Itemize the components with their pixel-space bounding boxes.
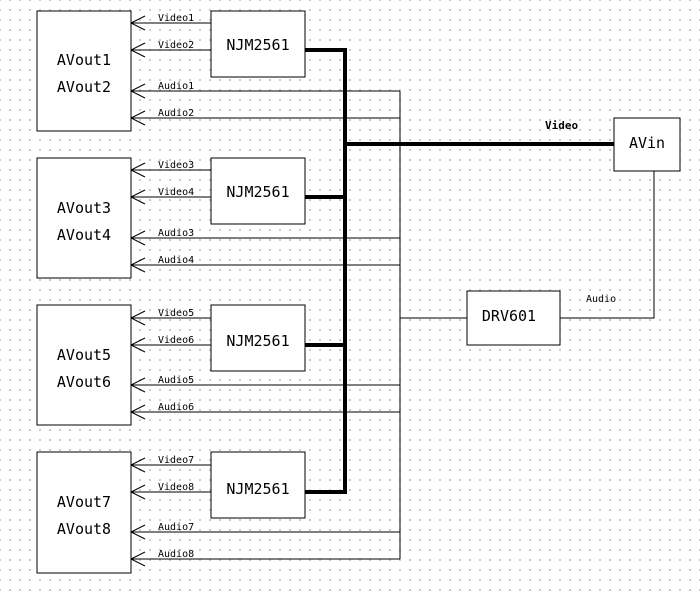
avout56-label-1: AVout5 (57, 346, 111, 364)
avin-block: AVin (613, 117, 681, 172)
video2-label: Video2 (158, 40, 194, 51)
avin-label: AVin (629, 134, 665, 152)
video5-label: Video5 (158, 308, 194, 319)
avout56-block: AVout5 AVout6 (36, 304, 132, 426)
drv601-to-avin-wire (560, 171, 655, 319)
njm1-box (210, 10, 306, 78)
njm1-label: NJM2561 (226, 36, 289, 54)
audio1-label: Audio1 (158, 81, 194, 92)
signal-labels: Video1 Video2 Audio1 Audio2 Video3 Video… (158, 13, 616, 560)
video3-label: Video3 (158, 160, 194, 171)
video4-label: Video4 (158, 187, 194, 198)
avout12-box (36, 10, 132, 132)
video-wires (131, 22, 211, 493)
njm2-box (210, 157, 306, 225)
avout12-label-1: AVout1 (57, 51, 111, 69)
avout34-block: AVout3 AVout4 (36, 157, 132, 279)
audio3-label: Audio3 (158, 228, 194, 239)
avout12-label-2: AVout2 (57, 78, 111, 96)
avout56-label-2: AVout6 (57, 373, 111, 391)
avout78-label-2: AVout8 (57, 520, 111, 538)
avout78-label-1: AVout7 (57, 493, 111, 511)
avout56-box (36, 304, 132, 426)
avin-box (613, 117, 681, 172)
avout12-block: AVout1 AVout2 (36, 10, 132, 132)
video-bus (305, 48, 614, 494)
avout78-block: AVout7 AVout8 (36, 451, 132, 574)
video7-label: Video7 (158, 455, 194, 466)
njm2561-block-2: NJM2561 (210, 157, 306, 225)
avout34-label-2: AVout4 (57, 226, 111, 244)
njm4-box (210, 451, 306, 519)
njm3-label: NJM2561 (226, 332, 289, 350)
drv601-box (466, 290, 561, 346)
arrowheads (129, 15, 146, 567)
video8-label: Video8 (158, 482, 194, 493)
avout34-label-1: AVout3 (57, 199, 111, 217)
audio4-label: Audio4 (158, 255, 194, 266)
avout78-box (36, 451, 132, 574)
audio6-label: Audio6 (158, 402, 194, 413)
video1-label: Video1 (158, 13, 194, 24)
njm4-label: NJM2561 (226, 480, 289, 498)
audio5-label: Audio5 (158, 375, 194, 386)
video-main-label: Video (545, 119, 578, 132)
njm2561-block-3: NJM2561 (210, 304, 306, 372)
njm2561-block-4: NJM2561 (210, 451, 306, 519)
audio-wires (131, 90, 655, 560)
njm2561-block-1: NJM2561 (210, 10, 306, 78)
avout34-box (36, 157, 132, 279)
njm3-box (210, 304, 306, 372)
video6-label: Video6 (158, 335, 194, 346)
audio2-label: Audio2 (158, 108, 194, 119)
drv601-block: DRV601 (466, 290, 561, 346)
audio8-label: Audio8 (158, 549, 194, 560)
audio-main-label: Audio (586, 294, 616, 305)
njm2-label: NJM2561 (226, 183, 289, 201)
drv601-label: DRV601 (482, 307, 536, 325)
audio7-label: Audio7 (158, 522, 194, 533)
